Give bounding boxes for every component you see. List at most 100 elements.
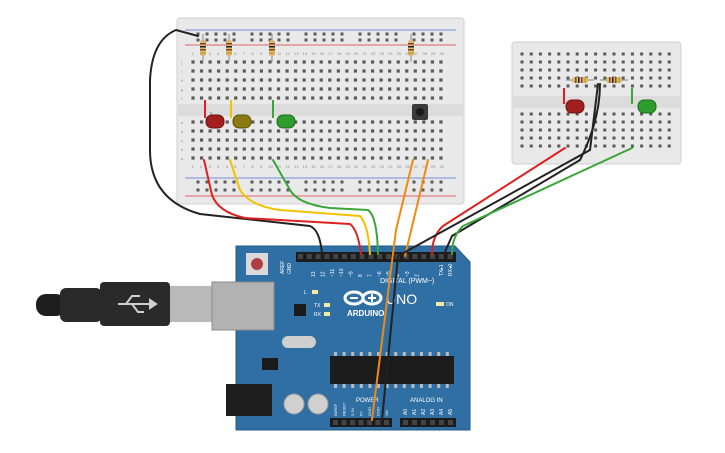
breadboard-hole	[370, 138, 375, 142]
breadboard-hole	[520, 68, 524, 72]
breadboard-hole	[336, 96, 340, 100]
header-pin	[438, 254, 444, 259]
breadboard-hole	[575, 68, 579, 72]
breadboard-hole	[259, 156, 263, 160]
breadboard-hole	[353, 147, 358, 151]
breadboard-hole	[630, 84, 634, 88]
breadboard-hole	[208, 60, 212, 64]
pushbutton[interactable]	[412, 104, 428, 120]
digital-pin-label: ~11	[330, 269, 336, 277]
rail-hole	[394, 38, 398, 42]
breadboard-hole	[328, 147, 332, 151]
column-number: 9	[260, 51, 263, 56]
breadboard-hole	[225, 87, 229, 91]
breadboard-hole	[336, 78, 340, 82]
breadboard-hole	[294, 120, 298, 124]
breadboard-hole	[566, 112, 570, 116]
rail-hole	[412, 38, 416, 42]
breadboard-hole	[217, 138, 221, 142]
breadboard-hole	[538, 136, 542, 140]
chip-pin	[420, 384, 423, 388]
breadboard-hole	[345, 96, 349, 100]
wire-green	[272, 159, 379, 255]
column-number: 5	[226, 164, 229, 169]
header-pin	[412, 254, 418, 259]
analog-pin-label: A4	[439, 409, 445, 415]
breadboard-hole	[199, 147, 204, 151]
breadboard-hole	[439, 129, 443, 133]
chip-pin	[342, 384, 346, 388]
breadboard-hole	[658, 112, 662, 116]
breadboard-hole	[603, 120, 607, 124]
breadboard-hole	[548, 120, 552, 124]
breadboard-hole	[345, 78, 349, 82]
breadboard-hole	[548, 60, 552, 64]
breadboard-hole	[379, 96, 383, 100]
digital-pin-label: 13	[311, 271, 317, 277]
breadboard-hole	[422, 120, 426, 124]
rail-hole	[385, 188, 389, 192]
breadboard-hole	[575, 120, 579, 124]
chip-pin	[385, 352, 389, 356]
breadboard-hole	[319, 78, 323, 82]
breadboard-hole	[208, 129, 212, 133]
row-letter: a	[181, 156, 184, 161]
breadboard-hole	[594, 52, 598, 56]
column-number: 2	[200, 164, 203, 169]
column-number: 24	[388, 164, 393, 169]
breadboard-hole	[667, 112, 671, 116]
column-number: 27	[414, 51, 419, 56]
breadboard-hole	[285, 60, 289, 64]
breadboard-hole	[268, 147, 272, 151]
breadboard-hole	[520, 52, 524, 56]
breadboard-hole	[294, 156, 298, 160]
column-number: 25	[397, 51, 402, 56]
chip-pin	[351, 384, 355, 388]
breadboard-hole	[199, 96, 204, 100]
header-pin	[358, 420, 364, 425]
header-pin	[367, 420, 372, 425]
breadboard-hole	[548, 84, 552, 88]
breadboard-hole	[370, 156, 375, 160]
breadboard-hole	[259, 60, 263, 64]
rail-hole	[304, 32, 308, 36]
header-pin	[375, 420, 381, 425]
breadboard-hole	[208, 96, 212, 100]
breadboard-hole	[566, 60, 570, 64]
rail-hole	[223, 38, 227, 42]
breadboard-hole	[630, 128, 634, 132]
column-number: 29	[431, 164, 436, 169]
rail-hole	[286, 180, 290, 184]
resistor	[226, 34, 232, 62]
digital-pin-label: 12	[320, 271, 326, 277]
wire-orange	[404, 159, 429, 257]
breadboard-hole	[251, 138, 255, 142]
column-number: 4	[217, 51, 220, 56]
breadboard-hole	[311, 69, 315, 73]
rail-hole	[367, 188, 371, 192]
breadboard-hole	[191, 60, 195, 64]
breadboard-hole	[594, 128, 598, 132]
breadboard-hole	[362, 129, 366, 133]
tx-pin-label: TX▸1	[439, 264, 445, 276]
chip-pin	[359, 384, 363, 388]
breadboard-hole	[548, 68, 552, 72]
rail-hole	[250, 180, 254, 184]
breadboard-hole	[621, 128, 625, 132]
breadboard-hole	[520, 128, 524, 132]
breadboard-hole	[353, 156, 358, 160]
breadboard-hole	[276, 96, 281, 100]
rail-hole	[412, 180, 416, 184]
breadboard-hole	[621, 144, 625, 148]
breadboard-hole	[259, 87, 263, 91]
breadboard-hole	[594, 144, 598, 148]
breadboard-hole	[405, 96, 409, 100]
digital-pin-label: ~10	[339, 268, 345, 277]
breadboard-hole	[353, 129, 358, 133]
chip-pin	[368, 352, 372, 356]
breadboard-hole	[199, 78, 204, 82]
rail-hole	[223, 180, 227, 184]
breadboard-hole	[396, 69, 400, 73]
